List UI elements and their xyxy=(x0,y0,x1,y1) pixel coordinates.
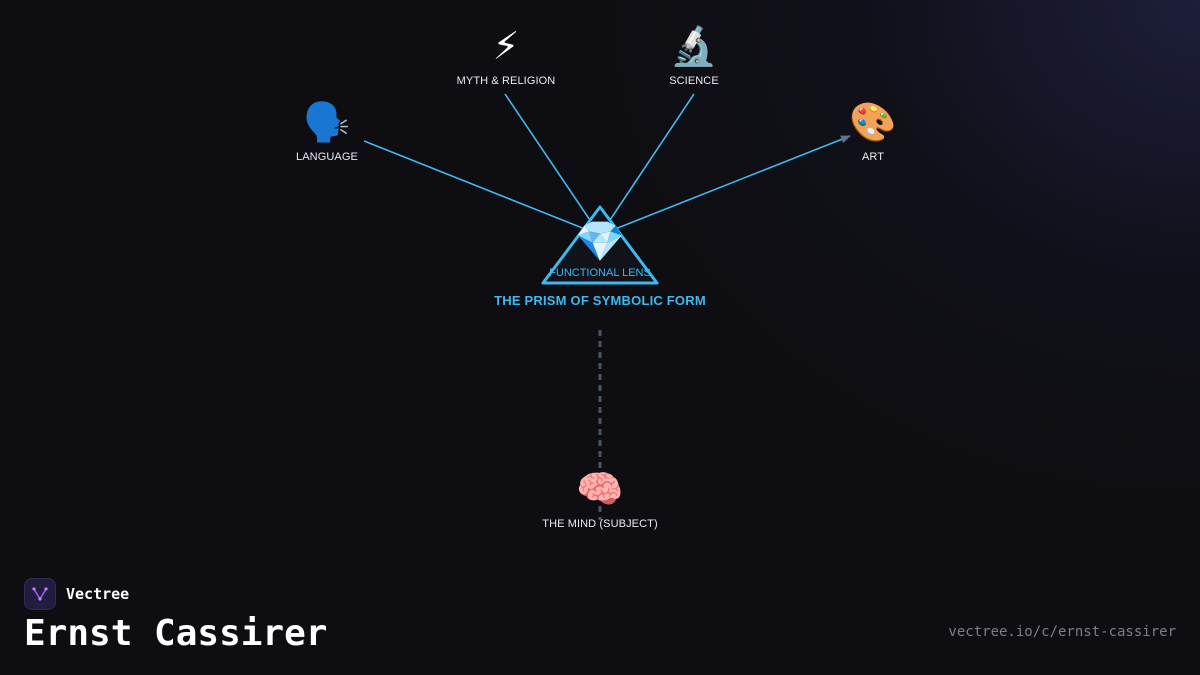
prism-triangle xyxy=(541,205,659,285)
vectree-logo-icon xyxy=(24,578,56,610)
palette-icon: 🎨 xyxy=(849,102,897,144)
page-url-link[interactable]: vectree.io/c/ernst-cassirer xyxy=(948,624,1176,640)
prism-title: THE PRISM OF SYMBOLIC FORM xyxy=(494,293,706,308)
brand[interactable]: Vectree xyxy=(24,577,129,611)
brand-name: Vectree xyxy=(66,585,130,603)
connector-myth-religion xyxy=(504,93,601,236)
lightning-icon: ⚡ xyxy=(492,26,520,68)
speaking-head-icon: 🗣️ xyxy=(303,102,351,144)
connector-science xyxy=(599,93,695,236)
brain-icon: 🧠 xyxy=(576,469,624,511)
node-language: 🗣️ LANGUAGE xyxy=(227,101,427,163)
node-art-label: ART xyxy=(861,151,885,163)
node-mind-subject: 🧠 THE MIND (SUBJECT) xyxy=(500,468,700,530)
node-myth-religion-label: MYTH & RELIGION xyxy=(456,75,556,87)
connector-language xyxy=(363,140,601,236)
node-myth-religion: ⚡ MYTH & RELIGION xyxy=(406,25,606,87)
page-title: Ernst Cassirer xyxy=(24,613,328,654)
node-mind-subject-label: THE MIND (SUBJECT) xyxy=(542,518,658,530)
microscope-icon: 🔬 xyxy=(670,26,718,68)
connector-art xyxy=(599,135,851,236)
node-science-label: SCIENCE xyxy=(669,75,719,87)
gem-icon: 💎 xyxy=(575,220,625,264)
node-science: 🔬 SCIENCE xyxy=(594,25,794,87)
node-art: 🎨 ART xyxy=(773,101,973,163)
functional-lens-label: FUNCTIONAL LENS xyxy=(549,267,651,279)
node-language-label: LANGUAGE xyxy=(296,151,358,163)
